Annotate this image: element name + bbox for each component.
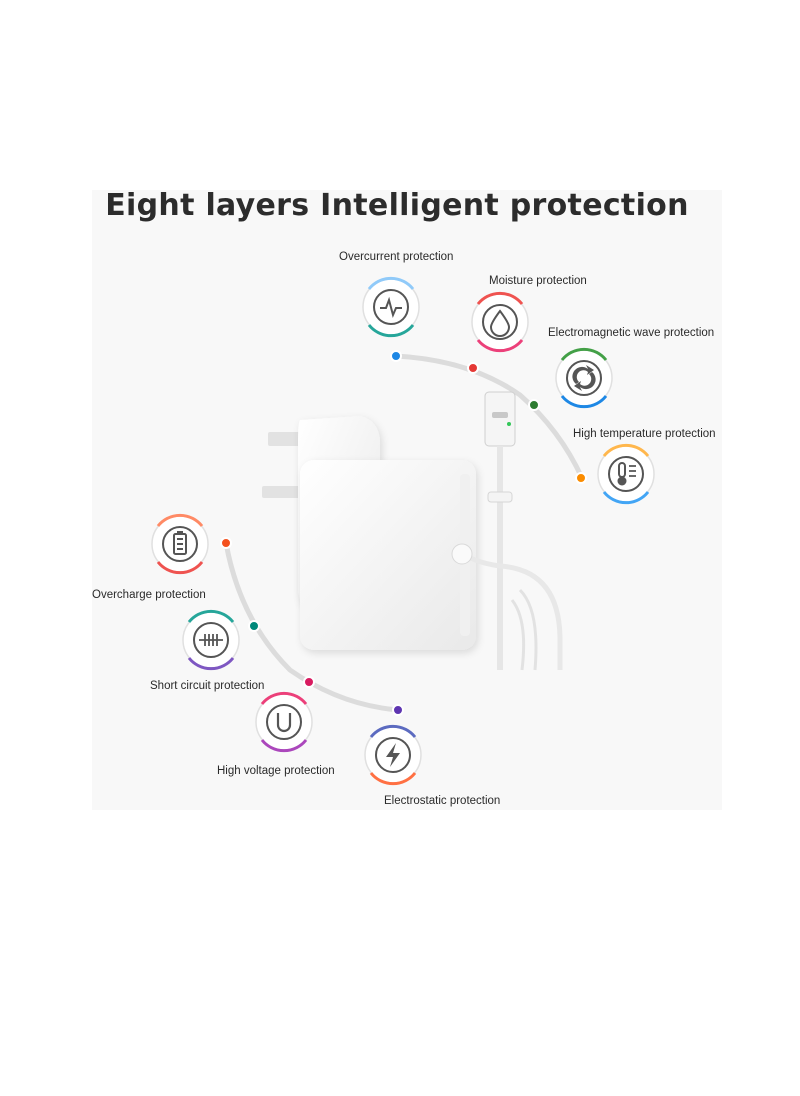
short-circuit-dot xyxy=(248,620,260,632)
high-voltage-dot xyxy=(303,676,315,688)
label-short-circuit: Short circuit protection xyxy=(150,680,265,692)
battery-icon xyxy=(151,513,209,575)
label-electromagnetic: Electromagnetic wave protection xyxy=(548,327,715,339)
short-circuit-icon xyxy=(182,609,240,671)
magsafe-cable xyxy=(451,391,563,671)
page-title: Eight layers Intelligent protection xyxy=(105,188,689,223)
label-high-temperature: High temperature protection xyxy=(573,428,716,440)
sync-arrows-icon xyxy=(555,347,613,409)
overcurrent-dot xyxy=(390,350,402,362)
lower-arc xyxy=(223,540,401,713)
overcharge-dot xyxy=(220,537,232,549)
lightning-bolt-icon xyxy=(364,724,422,786)
thermometer-icon xyxy=(597,443,655,505)
upper-arc xyxy=(393,353,585,481)
label-electrostatic: Electrostatic protection xyxy=(384,795,501,807)
charger-adapter xyxy=(262,416,476,650)
pulse-icon xyxy=(362,276,420,338)
electrostatic-dot xyxy=(392,704,404,716)
moisture-dot xyxy=(467,362,479,374)
label-high-voltage: High voltage protection xyxy=(217,765,335,777)
electromagnetic-dot xyxy=(528,399,540,411)
temperature-dot xyxy=(575,472,587,484)
label-overcurrent: Overcurrent protection xyxy=(339,251,454,263)
voltage-u-icon xyxy=(255,691,313,753)
label-moisture: Moisture protection xyxy=(489,275,587,287)
water-drop-icon xyxy=(471,291,529,353)
label-overcharge: Overcharge protection xyxy=(92,589,206,601)
